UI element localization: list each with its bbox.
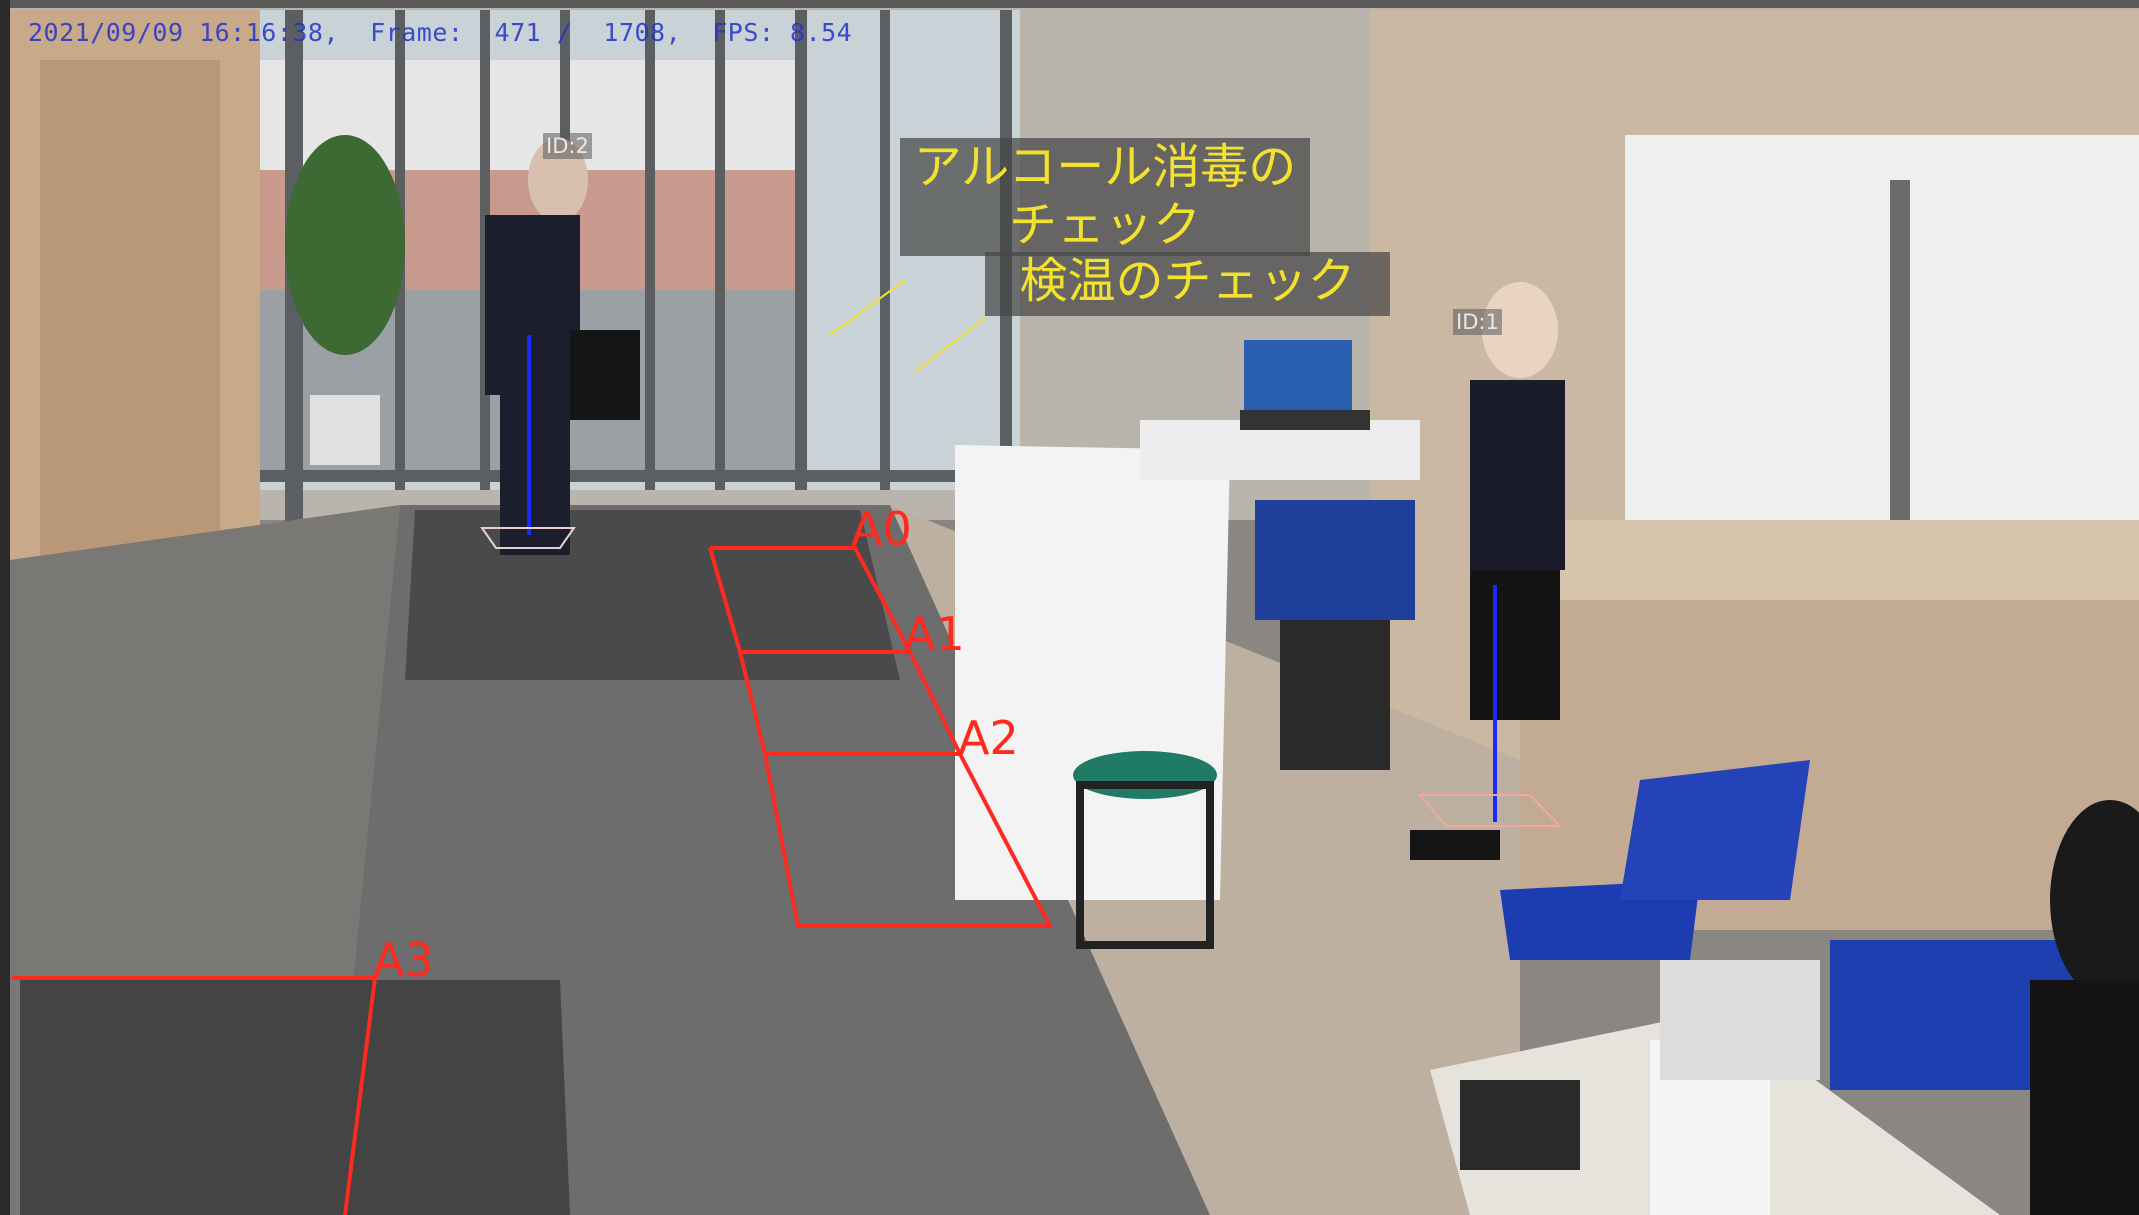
track-1-footbox bbox=[1417, 794, 1563, 827]
top-strip bbox=[0, 0, 2139, 8]
alcohol-leader-line bbox=[829, 279, 906, 336]
left-strip bbox=[0, 0, 10, 1215]
zone-a1-box bbox=[740, 650, 962, 755]
zone-label-a2: A2 bbox=[958, 711, 1019, 765]
zone-label-a3: A3 bbox=[373, 933, 434, 987]
zone-label-a0: A0 bbox=[851, 502, 912, 556]
temperature-leader-line bbox=[914, 317, 986, 373]
alcohol-check-callout: アルコール消毒の チェック bbox=[900, 138, 1310, 256]
water-jug bbox=[1660, 960, 1820, 1080]
keyboard bbox=[1460, 1080, 1580, 1170]
reception-window-frame bbox=[1890, 180, 1910, 540]
track-2-overlay bbox=[480, 335, 576, 549]
entry-mat bbox=[405, 510, 900, 680]
reception-desk bbox=[955, 445, 1230, 900]
stool-legs bbox=[1076, 781, 1214, 949]
person-staff bbox=[1410, 282, 1565, 860]
track-id-label: ID:2 bbox=[543, 133, 592, 159]
alcohol-callout-line1: アルコール消毒の bbox=[913, 139, 1297, 195]
track-2-footbox bbox=[480, 527, 576, 549]
plant-pot bbox=[310, 395, 380, 465]
zone-a0-box bbox=[710, 546, 912, 653]
person-edge bbox=[2050, 800, 2139, 1000]
zone-a1-left bbox=[738, 651, 767, 755]
zone-a2-box bbox=[763, 752, 1054, 928]
zone-overlays bbox=[12, 546, 1054, 1215]
office-chair-base bbox=[1280, 620, 1390, 770]
zone-a0-left bbox=[708, 547, 742, 653]
alcohol-callout-line2: チェック bbox=[1008, 197, 1201, 253]
zone-label-a1: A1 bbox=[904, 607, 965, 661]
track-id-label: ID:1 bbox=[1453, 309, 1502, 335]
reception-window bbox=[1625, 135, 2139, 535]
temperature-check-callout: 検温のチェック bbox=[985, 252, 1390, 316]
zone-a3-box bbox=[12, 976, 378, 1215]
hud-overlay-text: 2021/09/09 16:16:38, Frame: 471 / 1708, … bbox=[28, 18, 853, 47]
laptop bbox=[1244, 340, 1352, 410]
office-chair bbox=[1255, 500, 1415, 620]
front-mat bbox=[20, 980, 570, 1215]
reception-counter-front bbox=[1520, 600, 2139, 930]
track-1-overlay bbox=[1417, 585, 1563, 827]
stool-seat bbox=[1073, 751, 1217, 799]
plant bbox=[285, 135, 405, 355]
blue-chair-back bbox=[1620, 760, 1810, 900]
laptop-base bbox=[1240, 410, 1370, 430]
